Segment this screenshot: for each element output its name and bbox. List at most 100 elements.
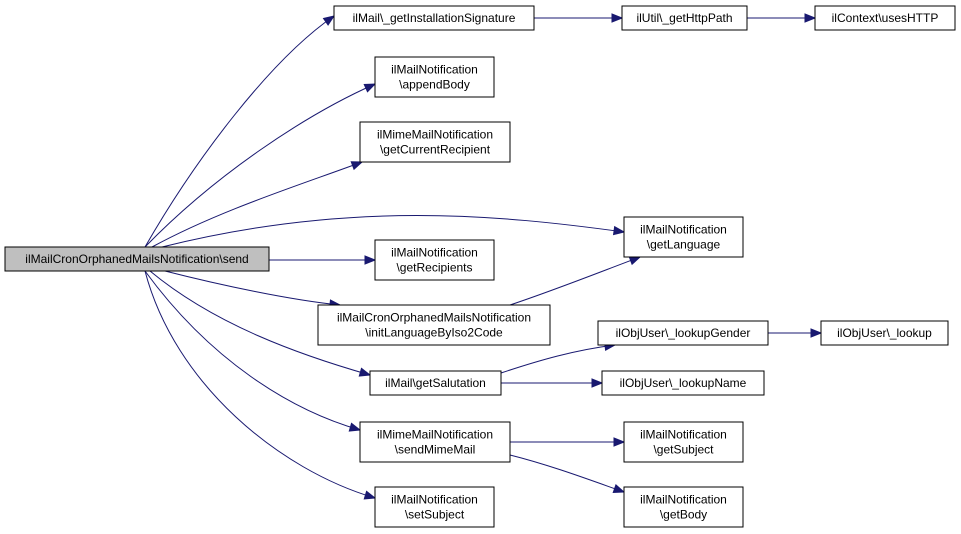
edge-root-to-getlanguage bbox=[161, 215, 626, 248]
node-appendbody[interactable]: ilMailNotification\appendBody bbox=[374, 56, 495, 98]
node-label-line: \sendMimeMail bbox=[395, 443, 476, 457]
node-label-line: ilMailNotification bbox=[391, 493, 478, 507]
edge-root-to-getcurrentrecipient bbox=[151, 161, 364, 248]
arrowhead-icon bbox=[364, 255, 377, 265]
edge-getsalutation-to-lookupname bbox=[501, 378, 604, 388]
node-box bbox=[623, 421, 744, 463]
node-box bbox=[4, 246, 270, 272]
edge-root-to-sig bbox=[144, 15, 336, 248]
node-box bbox=[374, 486, 495, 528]
node-label-line: \getSubject bbox=[653, 443, 714, 457]
node-getsubject[interactable]: ilMailNotification\getSubject bbox=[623, 421, 744, 463]
node-setsubject[interactable]: ilMailNotification\setSubject bbox=[374, 486, 495, 528]
arrowhead-icon bbox=[322, 15, 336, 26]
node-label-line: \getLanguage bbox=[647, 238, 721, 252]
edge-root-to-getsalutation bbox=[149, 270, 372, 377]
node-label-line: ilObjUser\_lookup bbox=[837, 326, 932, 340]
node-label-line: ilMail\_getInstallationSignature bbox=[353, 11, 516, 25]
node-lookup[interactable]: ilObjUser\_lookup bbox=[820, 320, 949, 346]
node-label-line: ilMailNotification bbox=[640, 428, 727, 442]
node-label-line: ilUtil\_getHttpPath bbox=[636, 11, 732, 25]
node-box bbox=[820, 320, 949, 346]
node-label-line: \getRecipients bbox=[396, 261, 472, 275]
arrowhead-icon bbox=[363, 490, 377, 500]
node-label-line: \initLanguageByIso2Code bbox=[365, 326, 503, 340]
node-getlanguage[interactable]: ilMailNotification\getLanguage bbox=[623, 216, 744, 258]
node-box bbox=[359, 121, 511, 163]
node-label-line: ilMimeMailNotification bbox=[377, 428, 493, 442]
node-label-line: ilMailNotification bbox=[640, 223, 727, 237]
node-label-line: ilContext\usesHTTP bbox=[832, 11, 939, 25]
node-label-line: \appendBody bbox=[399, 78, 470, 92]
arrowhead-icon bbox=[348, 422, 362, 432]
node-box bbox=[597, 320, 769, 346]
edge-line bbox=[509, 256, 641, 306]
node-label-line: ilMail\getSalutation bbox=[385, 376, 486, 390]
node-root[interactable]: ilMailCronOrphanedMailsNotification\send bbox=[4, 246, 270, 272]
arrowhead-icon bbox=[611, 13, 624, 23]
node-useshttp[interactable]: ilContext\usesHTTP bbox=[814, 5, 956, 31]
arrowhead-icon bbox=[350, 161, 364, 171]
edge-line bbox=[500, 344, 616, 374]
node-getsalutation[interactable]: ilMail\getSalutation bbox=[369, 370, 502, 396]
node-getcurrentrecipient[interactable]: ilMimeMailNotification\getCurrentRecipie… bbox=[359, 121, 511, 163]
arrowhead-icon bbox=[612, 484, 626, 493]
edge-line bbox=[164, 270, 341, 306]
node-label-line: ilObjUser\_lookupGender bbox=[616, 326, 751, 340]
node-label-line: \getBody bbox=[660, 508, 707, 522]
edge-line bbox=[161, 215, 625, 248]
arrowhead-icon bbox=[612, 225, 626, 236]
arrowhead-icon bbox=[804, 13, 817, 23]
node-label-line: \setSubject bbox=[405, 508, 465, 522]
arrowhead-icon bbox=[613, 437, 626, 447]
edge-line bbox=[144, 270, 361, 431]
edge-line bbox=[144, 83, 376, 248]
arrowhead-icon bbox=[363, 83, 377, 93]
edge-sendmimemail-to-getbody bbox=[509, 454, 626, 493]
node-box bbox=[317, 304, 551, 346]
node-lookupname[interactable]: ilObjUser\_lookupName bbox=[601, 370, 765, 396]
node-label-line: ilMimeMailNotification bbox=[377, 128, 493, 142]
arrowhead-icon bbox=[591, 378, 604, 388]
edge-root-to-sendmimemail bbox=[144, 270, 362, 432]
node-lookupgender[interactable]: ilObjUser\_lookupGender bbox=[597, 320, 769, 346]
arrowhead-icon bbox=[628, 256, 642, 266]
node-sendmimemail[interactable]: ilMimeMailNotification\sendMimeMail bbox=[359, 421, 511, 463]
edge-root-to-appendbody bbox=[144, 83, 377, 248]
node-label-line: ilMailCronOrphanedMailsNotification\send bbox=[25, 252, 248, 266]
node-box bbox=[359, 421, 511, 463]
node-getrecipients[interactable]: ilMailNotification\getRecipients bbox=[374, 239, 495, 281]
node-label-line: ilMailCronOrphanedMailsNotification bbox=[337, 311, 531, 325]
node-box bbox=[374, 239, 495, 281]
node-box bbox=[333, 5, 535, 31]
node-label-line: \getCurrentRecipient bbox=[380, 143, 491, 157]
node-getbody[interactable]: ilMailNotification\getBody bbox=[623, 486, 744, 528]
edge-getsalutation-to-lookupgender bbox=[500, 341, 617, 374]
edge-line bbox=[144, 270, 376, 499]
edge-root-to-initlanguage bbox=[164, 270, 342, 309]
node-httppath[interactable]: ilUtil\_getHttpPath bbox=[621, 5, 748, 31]
edge-sig-to-httppath bbox=[534, 13, 624, 23]
edge-lookupgender-to-lookup bbox=[768, 328, 823, 338]
arrowhead-icon bbox=[810, 328, 823, 338]
edge-line bbox=[149, 270, 371, 376]
node-box bbox=[601, 370, 765, 396]
node-box bbox=[814, 5, 956, 31]
node-box bbox=[623, 486, 744, 528]
nodes-layer: ilMailCronOrphanedMailsNotification\send… bbox=[4, 5, 956, 528]
node-label-line: ilMailNotification bbox=[391, 246, 478, 260]
edge-initlanguage-to-getlanguage bbox=[509, 256, 642, 306]
node-sig[interactable]: ilMail\_getInstallationSignature bbox=[333, 5, 535, 31]
node-label-line: ilMailNotification bbox=[640, 493, 727, 507]
node-box bbox=[621, 5, 748, 31]
node-initlanguage[interactable]: ilMailCronOrphanedMailsNotification\init… bbox=[317, 304, 551, 346]
node-label-line: ilObjUser\_lookupName bbox=[620, 376, 747, 390]
edge-line bbox=[151, 161, 363, 248]
node-box bbox=[374, 56, 495, 98]
node-box bbox=[369, 370, 502, 396]
arrowhead-icon bbox=[358, 367, 372, 377]
node-box bbox=[623, 216, 744, 258]
edge-sendmimemail-to-getsubject bbox=[510, 437, 626, 447]
edge-line bbox=[509, 454, 625, 493]
edge-line bbox=[144, 15, 335, 248]
